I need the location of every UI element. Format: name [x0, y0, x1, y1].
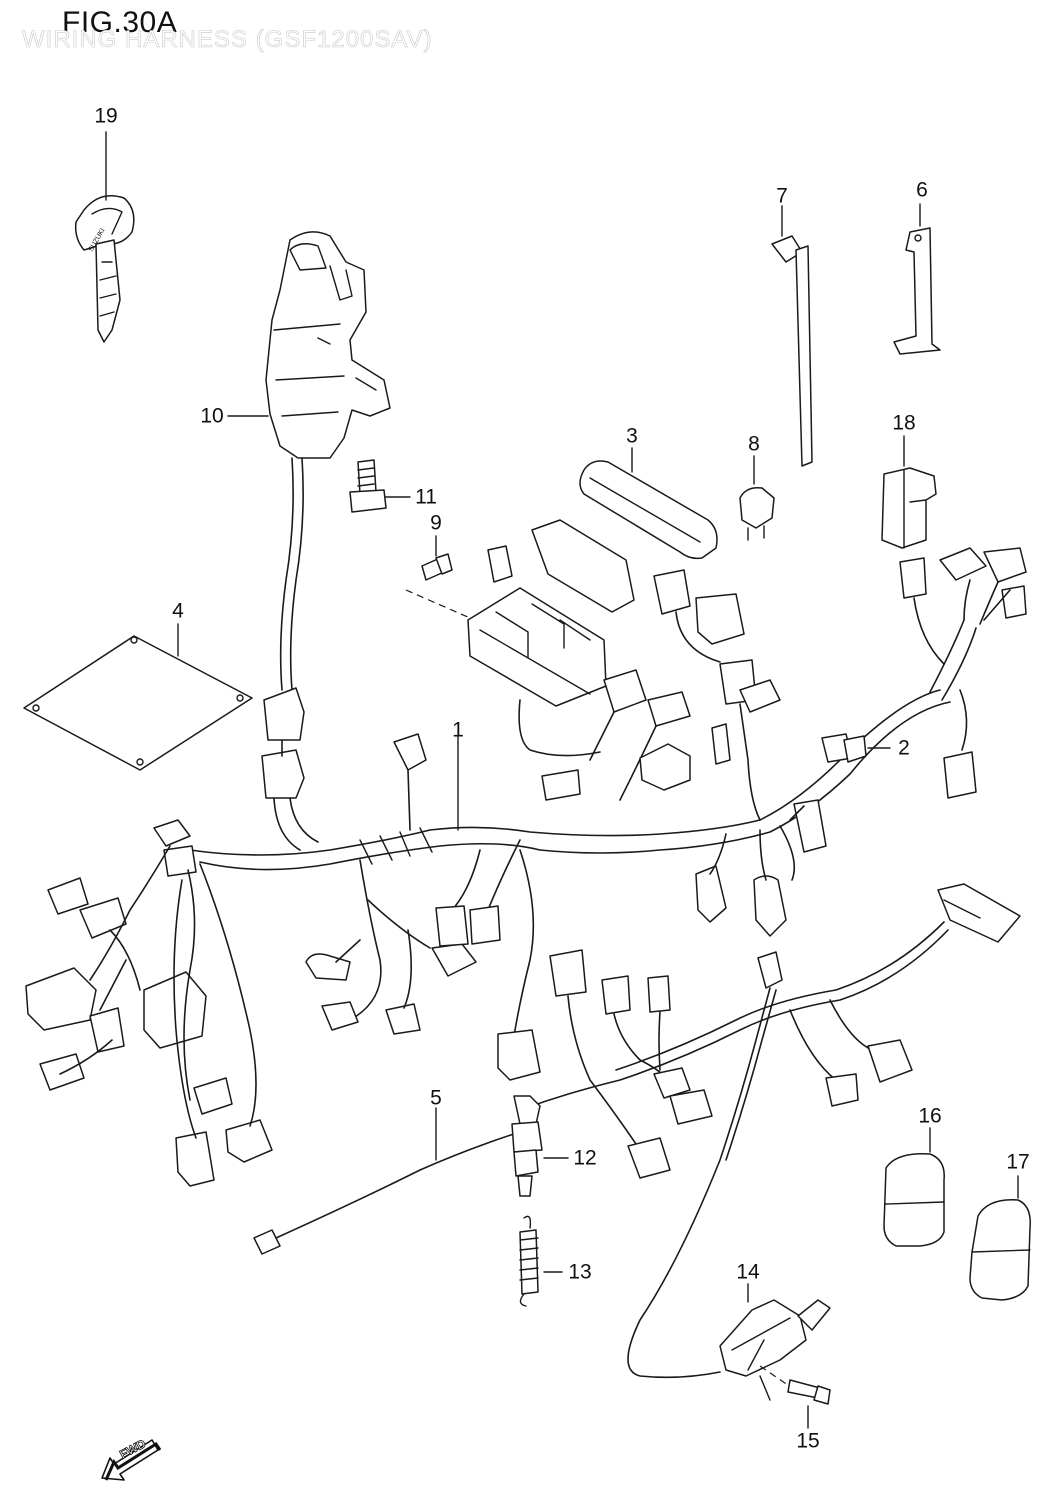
clamp-part-6 — [893, 203, 941, 355]
cap-part-17 — [969, 1175, 1031, 1301]
switch-part-12 — [511, 1095, 569, 1197]
callout-16: 16 — [918, 1104, 942, 1128]
callout-3: 3 — [626, 424, 638, 448]
spring-part-13 — [519, 1215, 563, 1307]
connector-part-18 — [881, 435, 937, 549]
callout-12: 12 — [573, 1146, 597, 1170]
plate-part-4 — [23, 623, 253, 771]
callout-1: 1 — [452, 718, 464, 742]
wire-part-5 — [253, 1107, 521, 1255]
fuse-box — [467, 519, 635, 757]
callout-5: 5 — [430, 1086, 442, 1110]
ignition-switch-part-10 — [227, 231, 391, 851]
wiring-harness-part-1 — [25, 547, 1027, 1187]
cover-part-3 — [579, 447, 718, 560]
figure-subtitle: WIRING HARNESS (GSF1200SAV) — [22, 26, 433, 54]
ignition-key-part-19: SUZUKI — [74, 131, 135, 343]
fwd-arrow-icon — [101, 1439, 162, 1481]
figure-title: FIG.30A — [62, 6, 178, 39]
callout-10: 10 — [200, 404, 224, 428]
callout-18: 18 — [892, 411, 916, 435]
callout-11: 11 — [415, 485, 437, 509]
callout-8: 8 — [748, 432, 760, 456]
callout-6: 6 — [916, 178, 928, 202]
callout-14: 14 — [736, 1260, 760, 1284]
callout-19: 19 — [94, 104, 118, 128]
callout-9: 9 — [430, 511, 442, 535]
cap-part-16 — [883, 1127, 945, 1247]
sub-harness — [519, 883, 1021, 1379]
callout-17: 17 — [1006, 1150, 1030, 1174]
tie-band-part-7 — [771, 205, 813, 467]
callout-15: 15 — [796, 1429, 820, 1453]
clip-part-2 — [843, 735, 891, 763]
switch-part-14 — [719, 1283, 831, 1401]
bolt-part-11 — [349, 459, 411, 513]
callout-13: 13 — [568, 1260, 592, 1284]
screw-part-9 — [405, 535, 471, 619]
relay-part-8 — [739, 455, 775, 541]
callout-2: 2 — [898, 736, 910, 760]
callout-7: 7 — [776, 184, 788, 208]
callout-4: 4 — [172, 599, 184, 623]
screw-part-15 — [759, 1365, 831, 1429]
